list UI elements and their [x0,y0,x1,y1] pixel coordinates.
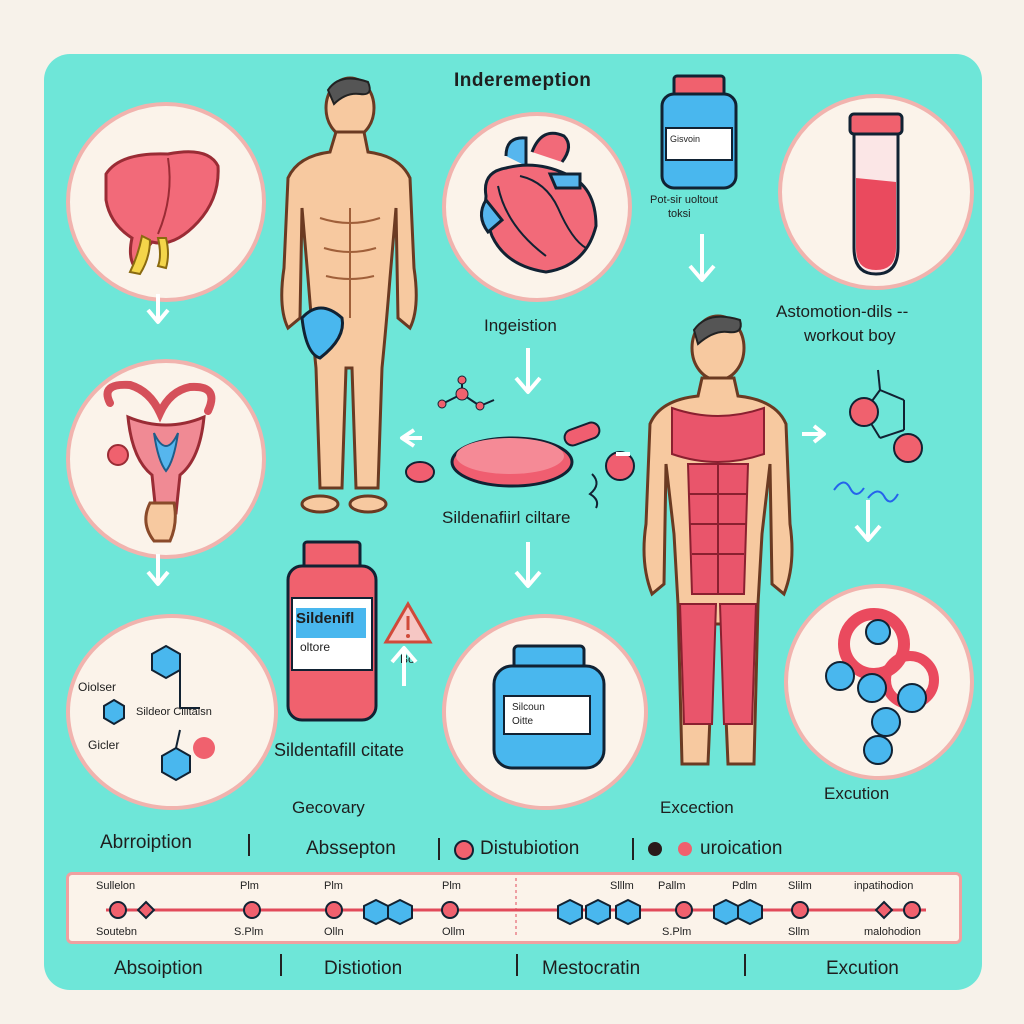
test-tube-circle [778,94,974,290]
mid-bottle-label-1: Silcoun [512,702,545,713]
bottle-label-top: Sildenifl [296,610,355,627]
timeline-bottom-label: malohodion [864,926,921,938]
timeline-top-label: Plm [442,880,461,892]
timeline-bottom-label: S.Plm [662,926,692,938]
small-bottle-label: Gisvoin [670,134,701,144]
phase-label: Absoiption [114,958,203,979]
small-bottle-icon [660,74,738,190]
legend-abrroption: Abrroiption [100,832,192,853]
excretion-circle [784,584,974,780]
molecule-label-1: Oiolser [78,680,117,694]
molecule-label-3: Gicler [88,738,120,752]
small-bottle-caption-2: toksi [668,208,691,220]
legend-dot-dark [648,842,662,856]
timeline-top-label: Slilm [788,880,812,892]
human-figure-muscle [642,314,794,766]
workout-label-2: workout boy [804,326,896,345]
timeline-bottom-label: S.Plm [234,926,264,938]
title: Inderemeption [454,70,592,91]
phase-divider [280,954,282,976]
pill-cluster [405,375,635,509]
sildenafil-center-label: Sildenafiirl ciltare [442,508,571,527]
phase-label: Distiotion [324,958,403,979]
timeline-bottom-label: Soutebn [96,926,137,938]
geocovary-label: Gecovary [292,798,365,817]
legend-divider [632,838,634,860]
molecule-label-2: Sildeor Cilltalsn [136,706,212,718]
timeline-top-label: Pdlm [732,880,758,892]
liver-icon [104,150,220,276]
workout-label-1: Astomotion-dils -- [776,302,909,321]
timeline-bar [66,872,962,944]
legend-divider [248,834,250,856]
liver-circle [66,102,266,302]
mid-bottle-circle: Silcoun Oitte [442,614,648,810]
phase-label: Mestocratin [542,958,641,979]
warning-icon [383,601,433,644]
excection-label: Excection [660,798,734,817]
beads-icon [825,608,939,765]
blue-bottle-icon [492,644,606,770]
timeline-top-label: Pallm [658,880,686,892]
excution-right-label: Excution [824,784,890,803]
timeline-top-label: Plm [324,880,343,892]
uterus-circle [66,359,266,559]
timeline-bottom-label: Ollm [442,926,465,938]
human-figure-left [280,76,418,514]
molecule-right-icon [833,369,923,503]
legend-uroication: uroication [700,838,783,859]
timeline-track [106,878,926,938]
phase-divider [516,954,518,976]
legend-divider [438,838,440,860]
flow-arrows [146,234,882,686]
phase-divider [744,954,746,976]
timeline-top-label: Sullelon [96,880,136,892]
test-tube-icon [848,112,904,276]
timeline-bottom-label: Sllm [788,926,810,938]
small-bottle-caption: Pot-sir uoltout [650,194,718,206]
organ-icon [103,380,216,543]
molecule-left-circle: Oiolser Sildeor Cilltalsn Gicler [66,614,278,810]
heart-icon [480,131,598,274]
timeline-bottom-label: Olln [324,926,344,938]
ingestion-label: Ingeistion [484,316,557,335]
mid-bottle-label-2: Oitte [512,716,534,727]
legend-dot-small [678,842,692,856]
red-bottle-icon [286,540,378,722]
legend-absseption: Abssepton [306,838,396,859]
timeline-top-label: Slllm [610,880,634,892]
sildenafil-bottom-label: Sildentafill citate [274,740,405,760]
timeline-top-label: inpatihodion [854,880,914,892]
legend-distubiotion: Distubiotion [480,838,580,859]
infographic-panel: Inderemeption Oiolser Sildeor [44,54,982,990]
molecule-icon [103,644,215,782]
phase-label: Excution [826,958,899,979]
timeline-top-label: Plm [240,880,259,892]
heart-circle [442,112,632,302]
bottle-label-bottom: oltore [300,640,331,654]
legend-dot-red [454,840,474,860]
